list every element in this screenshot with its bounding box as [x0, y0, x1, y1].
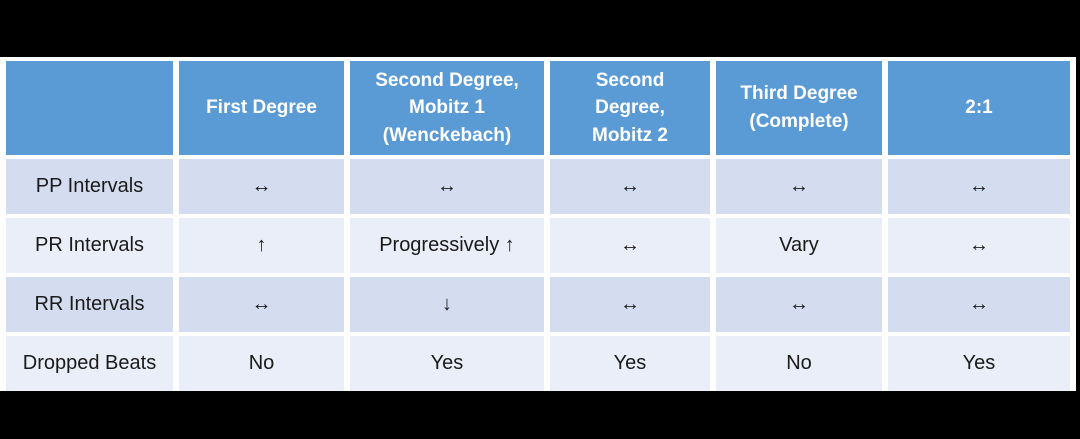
- row-label-rr-intervals: RR Intervals: [6, 277, 173, 332]
- cell-dropped-2-1: Yes: [888, 336, 1070, 391]
- cell-pp-first-degree: ↔: [179, 159, 344, 214]
- cell-pp-mobitz-1: ↔: [350, 159, 544, 214]
- header-cell-second-degree-mobitz-1: Second Degree, Mobitz 1 (Wenckebach): [350, 61, 544, 155]
- row-label-dropped-beats: Dropped Beats: [6, 336, 173, 391]
- cell-pp-third-degree: ↔: [716, 159, 882, 214]
- av-block-comparison-table: First Degree Second Degree, Mobitz 1 (We…: [0, 57, 1076, 395]
- header-cell-second-degree-mobitz-2: Second Degree, Mobitz 2: [550, 61, 710, 155]
- header-cell-first-degree: First Degree: [179, 61, 344, 155]
- cell-rr-third-degree: ↔: [716, 277, 882, 332]
- table-row-pp-intervals: PP Intervals ↔ ↔ ↔ ↔ ↔: [6, 159, 1070, 214]
- cell-pr-mobitz-1: Progressively ↑: [350, 218, 544, 273]
- slide-area: First Degree Second Degree, Mobitz 1 (We…: [0, 57, 1076, 391]
- cell-dropped-first-degree: No: [179, 336, 344, 391]
- table-header-row: First Degree Second Degree, Mobitz 1 (We…: [6, 61, 1070, 155]
- table-row-pr-intervals: PR Intervals ↑ Progressively ↑ ↔ Vary ↔: [6, 218, 1070, 273]
- cell-rr-mobitz-2: ↔: [550, 277, 710, 332]
- cell-dropped-mobitz-1: Yes: [350, 336, 544, 391]
- row-label-pr-intervals: PR Intervals: [6, 218, 173, 273]
- cell-pr-mobitz-2: ↔: [550, 218, 710, 273]
- table-row-dropped-beats: Dropped Beats No Yes Yes No Yes: [6, 336, 1070, 391]
- cell-dropped-mobitz-2: Yes: [550, 336, 710, 391]
- cell-pr-first-degree: ↑: [179, 218, 344, 273]
- cell-pp-mobitz-2: ↔: [550, 159, 710, 214]
- header-cell-third-degree: Third Degree (Complete): [716, 61, 882, 155]
- header-cell-2-1: 2:1: [888, 61, 1070, 155]
- cell-pr-third-degree: Vary: [716, 218, 882, 273]
- header-cell-empty: [6, 61, 173, 155]
- cell-rr-mobitz-1: ↓: [350, 277, 544, 332]
- row-label-pp-intervals: PP Intervals: [6, 159, 173, 214]
- cell-pr-2-1: ↔: [888, 218, 1070, 273]
- cell-pp-2-1: ↔: [888, 159, 1070, 214]
- cell-rr-first-degree: ↔: [179, 277, 344, 332]
- table-row-rr-intervals: RR Intervals ↔ ↓ ↔ ↔ ↔: [6, 277, 1070, 332]
- cell-rr-2-1: ↔: [888, 277, 1070, 332]
- cell-dropped-third-degree: No: [716, 336, 882, 391]
